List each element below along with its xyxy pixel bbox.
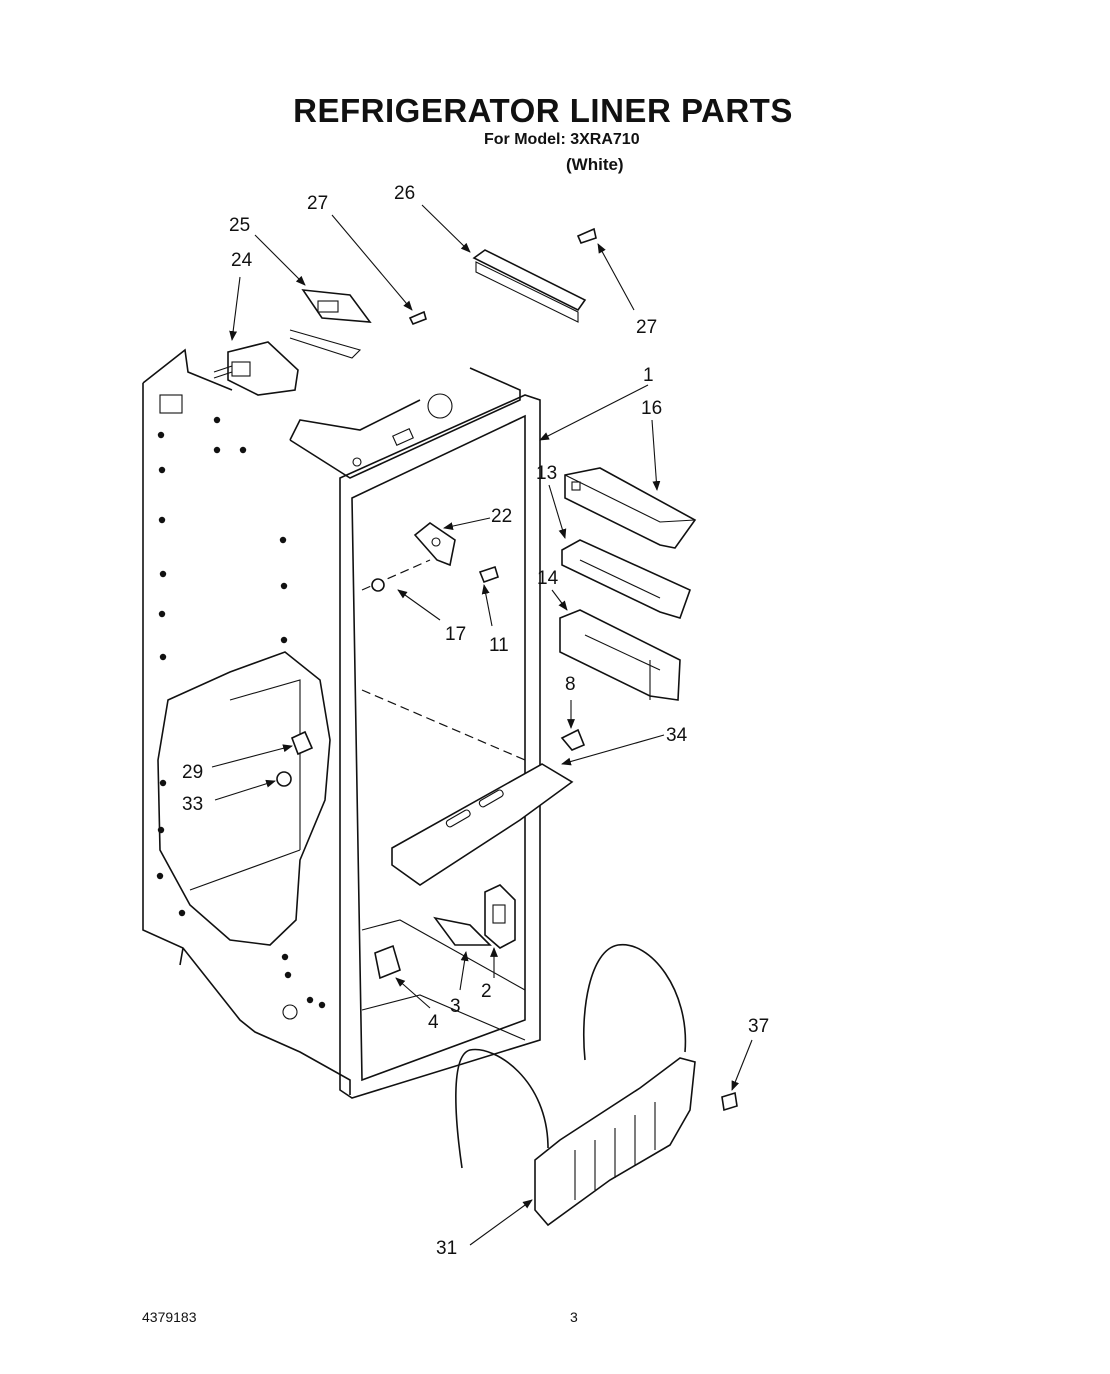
leader-lines (211, 204, 753, 1246)
callout-22: 22 (491, 506, 512, 527)
callout-34: 34 (666, 725, 688, 746)
part-22-bracket (413, 522, 456, 567)
part-11-screw (478, 565, 499, 584)
part-25-bracket (289, 289, 372, 359)
callout-26: 26 (394, 183, 415, 204)
part-27-screw (408, 227, 597, 326)
callout-24: 24 (231, 250, 253, 271)
part-14-housing (559, 609, 681, 701)
part-26-rail (472, 249, 587, 323)
callout-16: 16 (641, 398, 662, 419)
part-13-bracket (561, 539, 692, 619)
part-8-clip (560, 728, 586, 751)
part-29-fitting (290, 730, 314, 756)
callout-27-top: 27 (307, 193, 328, 214)
callout-33: 33 (182, 794, 203, 815)
callout-27-right: 27 (636, 317, 657, 338)
callout-2: 2 (481, 981, 492, 1002)
part-31-heater (455, 944, 696, 1227)
part-24-housing (213, 341, 299, 396)
part-33-knob (276, 771, 292, 787)
part-4-block (374, 944, 401, 980)
document-number: 4379183 (142, 1309, 197, 1325)
model-line: For Model: 3XRA710 (484, 131, 640, 148)
callout-4: 4 (428, 1012, 439, 1033)
part-37-screw (721, 1091, 738, 1112)
callout-11: 11 (489, 635, 509, 656)
callout-14: 14 (537, 568, 559, 589)
callout-17: 17 (445, 624, 466, 645)
part-3-bracket (433, 916, 492, 946)
page-title: REFRIGERATOR LINER PARTS (293, 92, 793, 129)
callout-29: 29 (182, 762, 203, 783)
page-number: 3 (570, 1309, 578, 1325)
callout-25: 25 (229, 215, 250, 236)
liner-cabinet (142, 348, 541, 1099)
color-note: (White) (566, 155, 624, 174)
callout-37: 37 (748, 1016, 769, 1037)
part-34-trim (391, 763, 574, 886)
callout-8: 8 (565, 674, 576, 695)
callout-3: 3 (450, 996, 461, 1017)
callout-13: 13 (536, 463, 557, 484)
part-2-bracket (484, 884, 516, 949)
part-17-screw (371, 578, 385, 592)
callout-1: 1 (643, 365, 654, 386)
part-16-cover (564, 467, 697, 549)
callout-31: 31 (436, 1238, 457, 1259)
